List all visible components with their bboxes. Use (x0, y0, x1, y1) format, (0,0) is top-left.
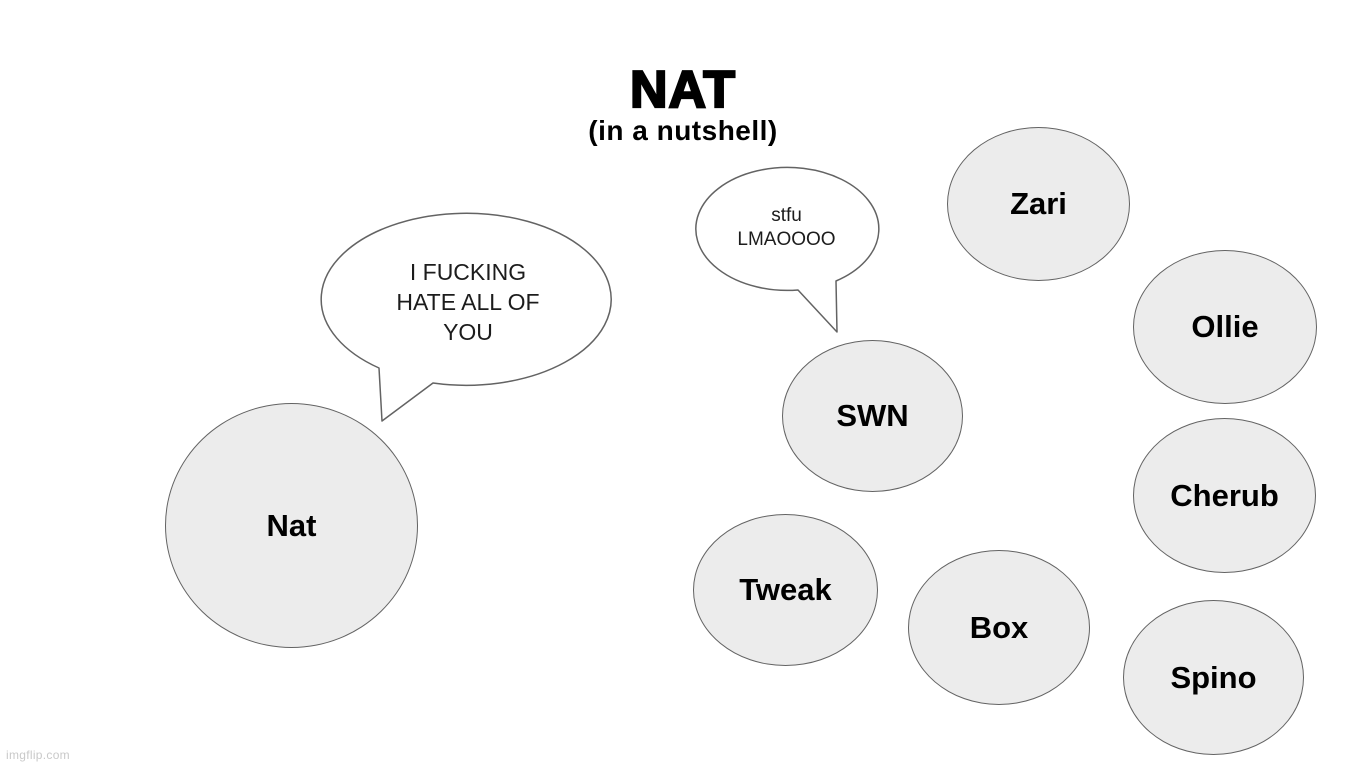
circle-nat: Nat (165, 403, 418, 648)
swn-speech-bubble-shape (695, 166, 880, 333)
circle-spino: Spino (1123, 600, 1304, 755)
circle-box: Box (908, 550, 1090, 705)
circle-tweak: Tweak (693, 514, 878, 666)
circle-label: Nat (266, 507, 317, 543)
speech-line: YOU (443, 319, 493, 345)
circle-swn: SWN (782, 340, 963, 492)
imgflip-watermark: imgflip.com (6, 748, 70, 762)
speech-line: I FUCKING (409, 259, 527, 285)
nat-speech-bubble-shape (320, 212, 612, 422)
circle-label: Zari (1010, 186, 1067, 221)
speech-line: LMAOOOO (737, 229, 836, 250)
circle-label: Cherub (1170, 477, 1279, 513)
page-title: NAT (629, 61, 736, 119)
circle-ollie: Ollie (1133, 250, 1317, 404)
nat-speech-bubble-text: I FUCKING HATE ALL OF YOU (390, 257, 546, 347)
swn-speech-bubble-text: stfu LMAOOOO (726, 204, 847, 252)
page-subtitle: (in a nutshell) (588, 115, 778, 146)
circle-cherub: Cherub (1133, 418, 1316, 573)
circle-label: Box (969, 609, 1029, 645)
circle-label: Ollie (1191, 309, 1259, 344)
circle-label: SWN (836, 398, 909, 433)
circle-label: Spino (1170, 659, 1257, 695)
speech-line: stfu (771, 205, 802, 226)
speech-line: HATE ALL OF (396, 289, 540, 315)
circle-zari: Zari (947, 127, 1130, 281)
circle-label: Tweak (739, 572, 832, 607)
